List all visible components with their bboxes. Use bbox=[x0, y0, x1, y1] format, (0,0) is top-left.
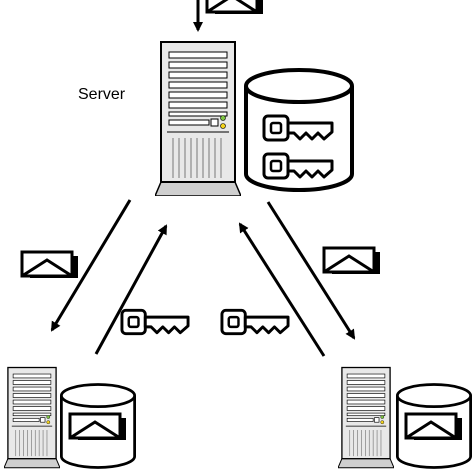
envelope-icon bbox=[404, 412, 464, 442]
envelope-icon bbox=[322, 246, 382, 276]
arrow-left-client-to-server bbox=[94, 224, 168, 355]
key-icon bbox=[220, 308, 290, 336]
arrow-right-client-to-server bbox=[238, 222, 326, 357]
envelope-icon bbox=[68, 412, 128, 442]
arrow-server-to-left-client bbox=[50, 199, 132, 332]
key-icon bbox=[120, 308, 190, 336]
envelope-icon bbox=[20, 250, 80, 280]
server-tower-icon bbox=[4, 366, 60, 469]
server-label: Server bbox=[78, 86, 126, 103]
arrow-server-to-right-client bbox=[266, 201, 356, 340]
envelope-icon bbox=[205, 0, 265, 16]
server-tower-icon bbox=[155, 41, 241, 196]
server-tower-icon bbox=[338, 366, 394, 469]
